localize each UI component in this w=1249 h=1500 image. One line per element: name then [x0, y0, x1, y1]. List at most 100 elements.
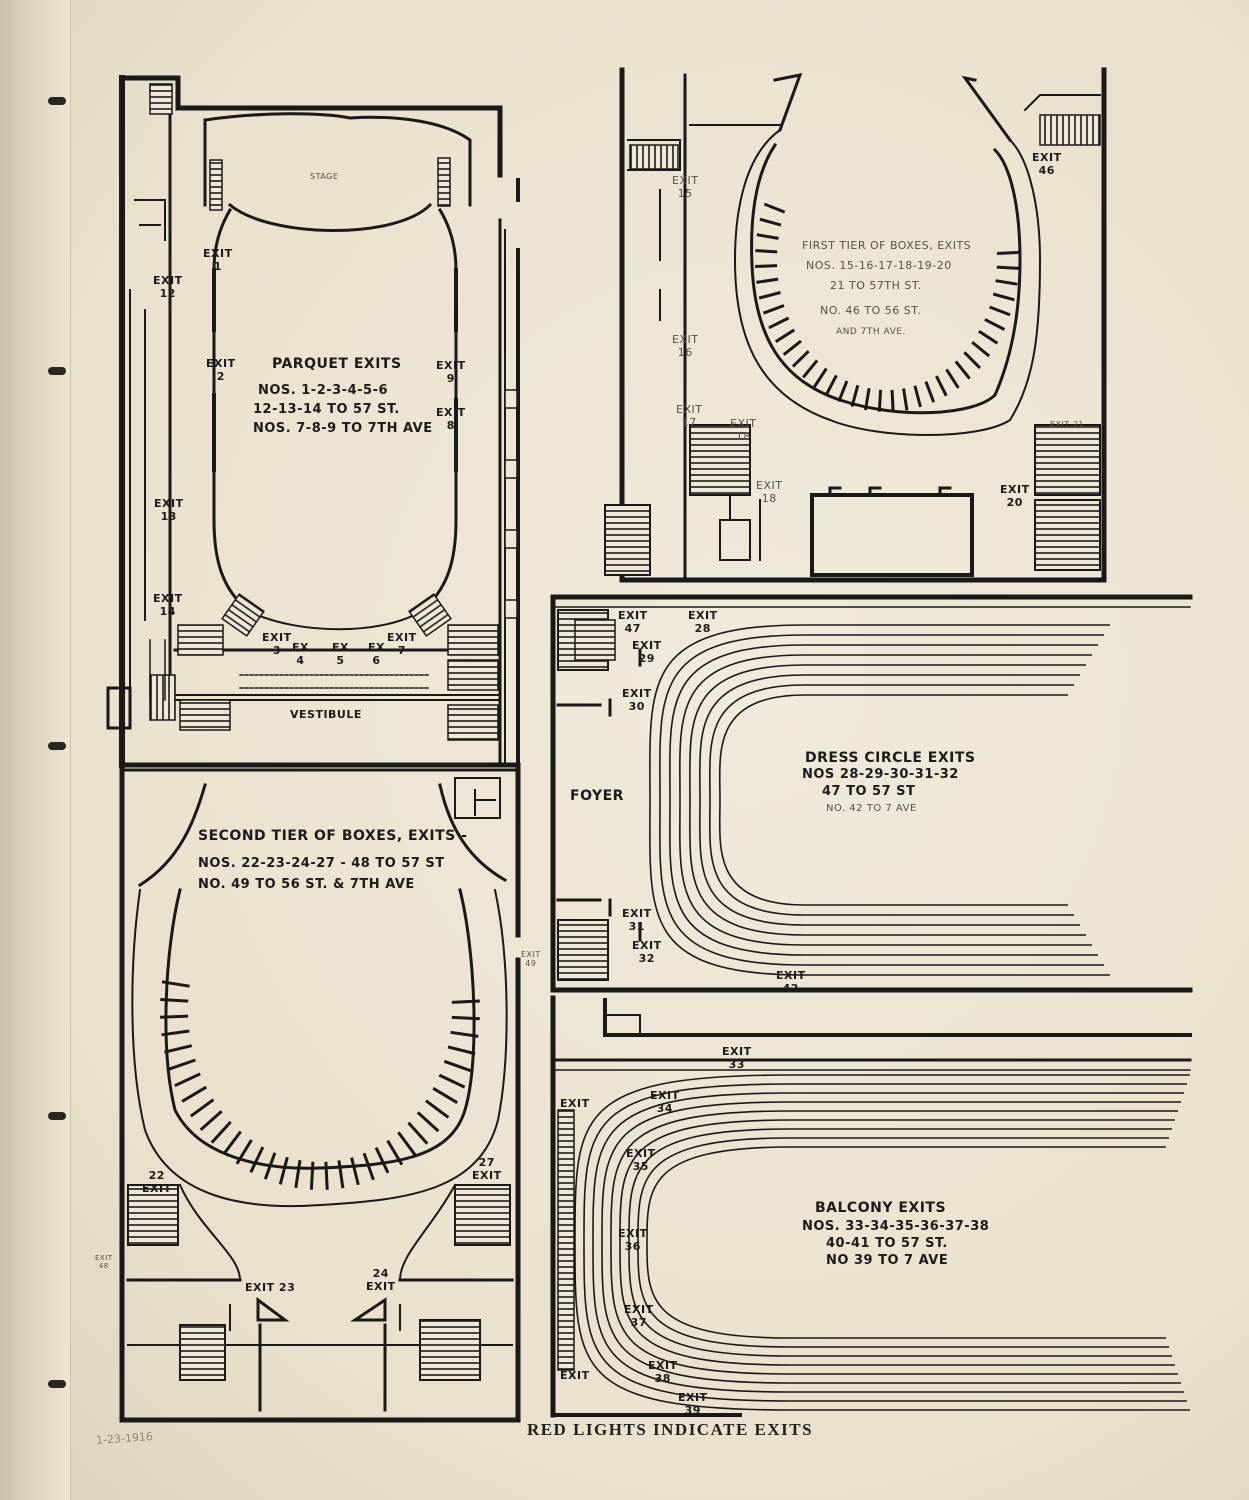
second-tier-plan	[119, 767, 521, 1423]
second-tier-box-partition	[447, 1045, 476, 1056]
exit-17-label: EXIT 17	[676, 403, 703, 429]
exit-13-label: EXIT 13	[154, 497, 184, 523]
second-tier-box-partition	[164, 1044, 193, 1054]
binding-hole	[48, 742, 66, 750]
dress-circle-tier-line	[659, 634, 1104, 966]
first-tier-box-partition	[890, 389, 895, 412]
second-tier-box-partition	[168, 1058, 196, 1071]
exit-42-label: EXIT 42	[776, 969, 806, 995]
exit-14-label: EXIT 14	[153, 592, 183, 618]
exit-20-label: EXIT 20	[1000, 483, 1030, 509]
parquet-title: PARQUET EXITS	[272, 356, 402, 372]
exit-30-label: EXIT 30	[622, 687, 652, 713]
exit-21-label: EXIT 21	[1050, 420, 1085, 429]
exit-5-label: EX 5	[332, 641, 349, 667]
exit-27-label: 27 EXIT	[472, 1156, 502, 1182]
first-tier-box-partition	[978, 329, 999, 345]
first-tier-line2: 21 TO 57TH ST.	[830, 279, 922, 292]
binding-margin	[0, 0, 71, 1500]
parquet-line2: 12-13-14 TO 57 ST.	[253, 402, 400, 417]
second-tier-title: SECOND TIER OF BOXES, EXITS -	[198, 828, 468, 844]
balcony-tier-line	[574, 1074, 1190, 1411]
second-tier-box-partition	[432, 1087, 458, 1104]
balcony-tier-line	[628, 1128, 1172, 1357]
first-tier-box-partition	[971, 341, 991, 358]
exit-24-label: 24 EXIT	[366, 1267, 396, 1293]
exit-48-label: EXIT 48	[95, 1254, 113, 1271]
balcony-line1: NOS. 33-34-35-36-37-38	[802, 1219, 990, 1234]
exit-41-label: EXIT	[560, 1369, 590, 1382]
second-tier-box-partition	[374, 1146, 390, 1174]
first-tier-box-partition	[774, 328, 796, 343]
first-tier-box-partition	[768, 316, 790, 330]
first-tier-box-partition	[802, 359, 819, 379]
exit-22-label: 22 EXIT	[142, 1169, 172, 1195]
first-tier-box-partition	[813, 367, 828, 388]
first-tier-box-partition	[758, 291, 781, 300]
exit-46-label: EXIT 46	[1032, 151, 1062, 177]
balcony-tier-line	[610, 1110, 1178, 1375]
exit-39-label: EXIT 39	[678, 1391, 708, 1417]
stage-label: STAGE	[310, 172, 339, 181]
second-tier-box-partition	[337, 1160, 345, 1189]
second-tier-box-partition	[161, 980, 190, 988]
exit-2-label: EXIT 2	[206, 357, 236, 383]
second-tier-box-partition	[386, 1139, 404, 1166]
second-tier-box-partition	[199, 1110, 223, 1132]
exit-40-label: EXIT	[560, 1097, 590, 1110]
second-tier-box-partition	[210, 1120, 232, 1144]
footer-note: RED LIGHTS INDICATE EXITS	[526, 1420, 814, 1439]
second-tier-box-partition	[174, 1072, 201, 1088]
exit-8-label: EXIT 8	[436, 406, 466, 432]
second-tier-box-partition	[443, 1059, 472, 1073]
second-tier-box-partition	[222, 1130, 242, 1155]
second-tier-box-partition	[362, 1152, 375, 1181]
foyer-label: FOYER	[570, 788, 624, 804]
dress-circle-plan	[550, 594, 1193, 993]
binding-hole	[48, 367, 66, 375]
exit-29-label: EXIT 29	[632, 639, 662, 665]
exit-23-label: EXIT 23	[245, 1281, 296, 1294]
first-tier-box-partition	[945, 368, 960, 389]
dress-circle-line1: NOS 28-29-30-31-32	[802, 767, 959, 782]
second-tier-box-partition	[451, 1015, 480, 1021]
exit-34-label: EXIT 34	[650, 1089, 680, 1115]
exit-4-label: EX 4	[292, 641, 309, 667]
balcony-plan	[550, 995, 1192, 1418]
balcony-tier-line	[592, 1092, 1184, 1393]
first-tier-box-partition	[902, 388, 909, 411]
exit-37-label: EXIT 37	[624, 1303, 654, 1329]
second-tier-line2: NO. 49 TO 56 ST. & 7TH AVE	[198, 877, 415, 892]
first-tier-box-partition	[996, 265, 1019, 270]
exit-1-label: EXIT 1	[203, 247, 233, 273]
exit-36-label: EXIT 36	[618, 1227, 648, 1253]
exit-38-label: EXIT 38	[648, 1359, 678, 1385]
exit-15-label: EXIT 15	[672, 174, 699, 200]
first-tier-line3: NO. 46 TO 56 ST.	[820, 304, 922, 317]
first-tier-plan	[604, 67, 1107, 583]
first-tier-line4: AND 7TH AVE.	[836, 327, 906, 337]
parquet-plan	[106, 75, 521, 768]
parquet-line1: NOS. 1-2-3-4-5-6	[258, 383, 389, 398]
second-tier-box-partition	[425, 1099, 450, 1119]
exit-35-label: EXIT 35	[626, 1147, 656, 1173]
first-tier-box-partition	[756, 277, 779, 284]
second-tier-box-partition	[451, 999, 480, 1004]
dress-circle-tier-line	[669, 644, 1098, 956]
dress-circle-tier-line	[698, 674, 1080, 926]
exit-18a-label: EXIT 18	[730, 417, 757, 443]
dress-circle-tier-line	[718, 694, 1068, 906]
first-tier-box-partition	[989, 305, 1011, 317]
first-tier-box-partition	[963, 351, 981, 369]
exit-18b-label: EXIT 18	[756, 479, 783, 505]
first-tier-box-partition	[762, 304, 785, 315]
first-tier-line1: NOS. 15-16-17-18-19-20	[806, 259, 952, 272]
exit-33-label: EXIT 33	[722, 1045, 752, 1071]
balcony-tier-line	[637, 1137, 1169, 1348]
exit-12-label: EXIT 12	[153, 274, 183, 300]
first-tier-box-partition	[924, 381, 936, 403]
first-tier-box-partition	[995, 279, 1018, 286]
exit-47-label: EXIT 47	[618, 609, 648, 635]
